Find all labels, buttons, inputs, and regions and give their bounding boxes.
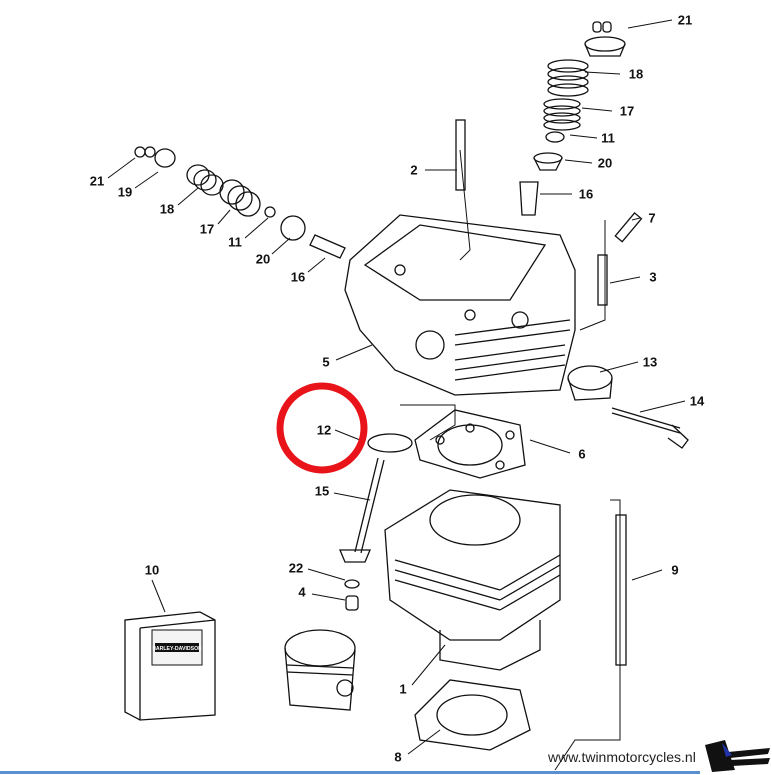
part-label: 7 (648, 210, 656, 226)
part-label: 21 (89, 173, 105, 189)
part-label: 17 (199, 221, 215, 237)
highlight-circle (276, 382, 368, 474)
part-label-highlighted: 12 (316, 422, 332, 438)
part-label: 11 (228, 234, 242, 250)
part-label: 4 (298, 584, 306, 600)
part-label: 3 (649, 269, 657, 285)
valve-train-right (455, 21, 643, 306)
part-label: 18 (628, 66, 644, 82)
part-label: 6 (578, 446, 586, 462)
part-label: 1 (399, 681, 407, 697)
part-label: 8 (394, 749, 402, 765)
website-url: www.twinmotorcycles.nl (548, 749, 696, 765)
gasket-kit-box: HARLEY-DAVIDSON (124, 611, 216, 721)
valve-spring-outer (547, 59, 589, 97)
part-label: 20 (597, 155, 613, 171)
base-gasket (414, 679, 531, 751)
footer-line (0, 771, 700, 774)
part-label: 15 (314, 483, 330, 499)
part-label: 17 (619, 103, 635, 119)
part-label: 5 (322, 354, 330, 370)
head-gasket (367, 409, 526, 479)
part-label: 10 (144, 562, 160, 578)
part-label: 21 (677, 12, 693, 28)
twinmotorcycles-logo (705, 740, 770, 772)
part-label: 16 (290, 269, 306, 285)
cylinder-stud (615, 514, 627, 666)
part-label: 19 (117, 184, 133, 200)
cylinder (384, 489, 561, 671)
box-logo-text: HARLEY-DAVIDSON (152, 646, 202, 652)
part-label: 9 (671, 562, 679, 578)
part-label: 16 (578, 186, 594, 202)
part-label: 14 (689, 393, 705, 409)
washer (344, 579, 360, 589)
part-label: 20 (255, 251, 271, 267)
dowel-pin (345, 595, 359, 611)
valve-spring-inner (543, 98, 581, 131)
part-label: 11 (601, 130, 615, 146)
part-label: 2 (410, 162, 418, 178)
exhaust-valve (339, 457, 385, 563)
part-label: 13 (642, 354, 658, 370)
valve-guide-seat (567, 365, 689, 449)
part-label: 18 (159, 201, 175, 217)
part-label: 22 (288, 560, 304, 576)
piston (284, 629, 356, 711)
valve-train-left (134, 146, 346, 259)
cylinder-head (344, 214, 576, 396)
leader-lines (107, 19, 686, 771)
